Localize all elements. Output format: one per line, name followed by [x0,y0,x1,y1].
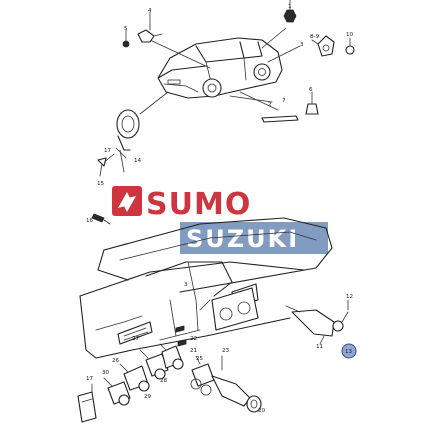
callout-26: 26 [112,358,120,364]
callout-4: 4 [148,8,152,14]
callout-29: 29 [144,394,152,400]
callout-30: 30 [102,370,110,376]
callout-25: 25 [196,356,204,362]
callout-6: 6 [309,87,313,93]
callout-11: 11 [316,344,324,350]
callout-28: 28 [160,378,168,384]
callout-27: 27 [132,336,140,342]
callout-17-lower: 17 [86,376,94,382]
horn-part [97,109,140,177]
top-connector-part [283,0,297,23]
watermark-logo: SUMO SUZUKI [112,186,328,254]
callout-21: 21 [190,348,198,354]
callout-13: 13 [345,349,353,355]
callout-2: 2 [268,102,272,108]
callout-12: 12 [346,294,353,300]
callout-17-upper: 17 [104,148,112,154]
dashboard-panel [79,213,333,359]
callout-5: 5 [124,26,128,32]
leader-lines-upper [139,27,301,115]
callout-1: 1 [288,4,292,10]
car-illustration [157,37,283,99]
callout-20: 20 [258,408,266,414]
combination-switch-part [285,299,349,345]
side-sensor-part [311,35,355,57]
callout-8-9: 8-9 [310,34,320,40]
watermark-suzuki-band [180,222,328,254]
callout-labels: 4 5 1 8-9 10 3 7 6 2 14 17 15 16 3 12 11… [86,4,354,414]
callout-15: 15 [97,181,105,187]
lower-switch-parts [77,325,262,423]
highlight-marker[interactable] [341,343,357,359]
door-switch-part [122,11,163,48]
callout-22: 22 [190,336,197,342]
callout-3: 3 [300,42,304,48]
bulb-socket-part [261,91,319,123]
callout-3-dash: 3 [184,282,188,288]
callout-16: 16 [86,218,94,224]
callout-10: 10 [346,32,354,38]
callout-14: 14 [134,158,142,164]
watermark-sumo-text: SUMO [146,187,251,222]
callout-7: 7 [282,98,286,104]
watermark-suzuki-text: SUZUKI [186,225,299,253]
callout-23: 23 [222,348,230,354]
